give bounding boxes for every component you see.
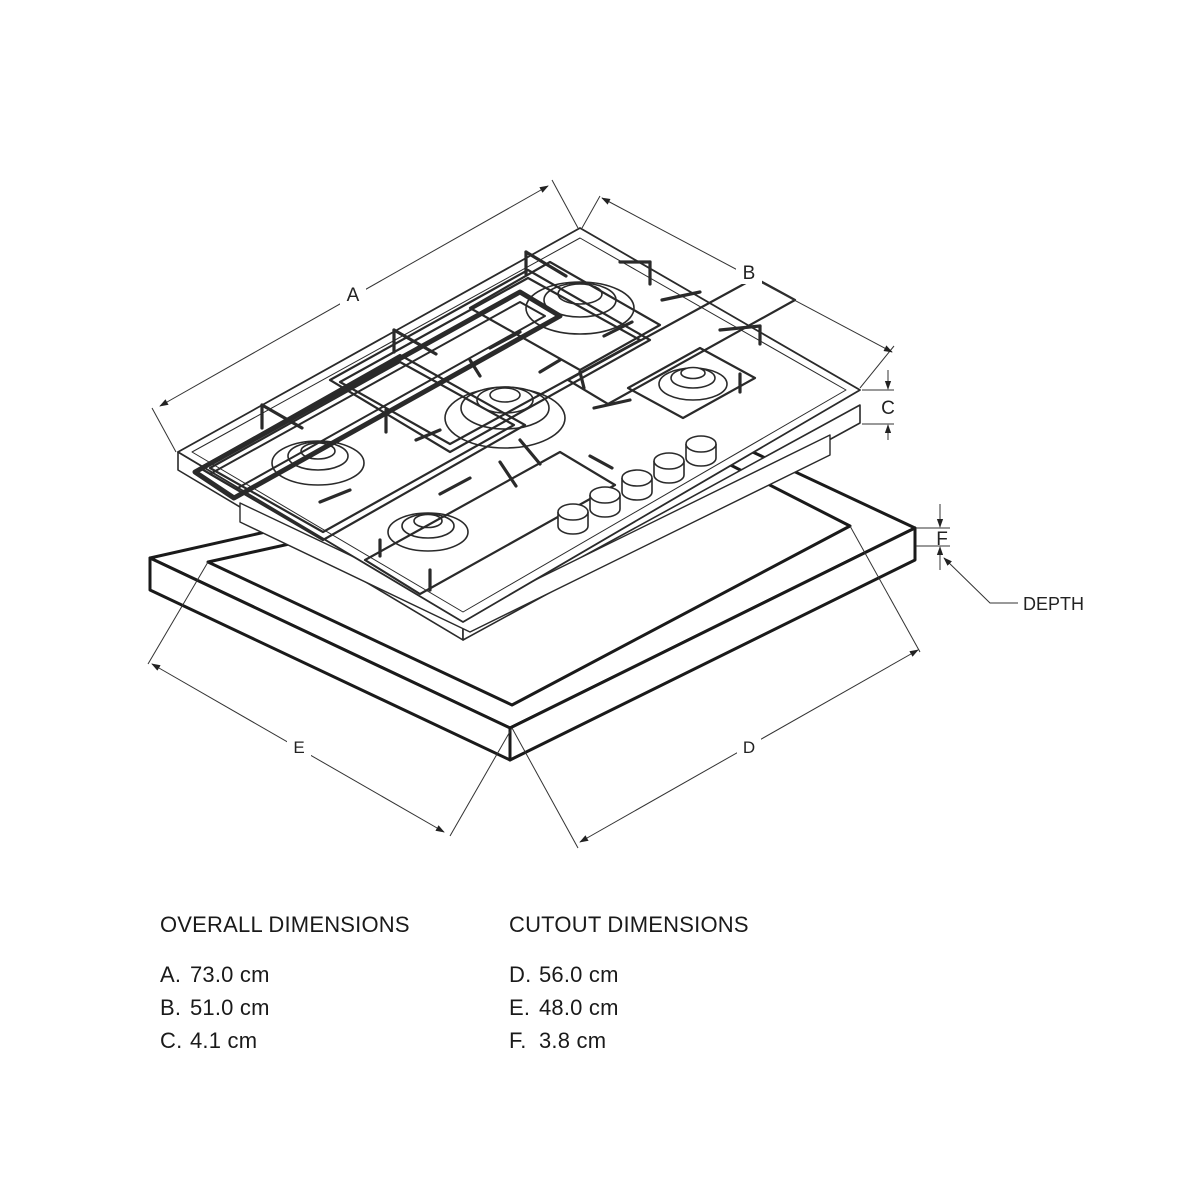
knob-3	[621, 469, 653, 501]
dimension-value: 48.0 cm	[539, 995, 619, 1020]
label-b: B	[743, 263, 756, 284]
label-f: F	[936, 529, 948, 550]
overall-item-b: B. 51.0 cm	[160, 991, 410, 1024]
cutout-item-d: D. 56.0 cm	[509, 958, 749, 991]
burner-rear-right	[658, 366, 728, 401]
dimension-value: 56.0 cm	[539, 962, 619, 987]
cutout-item-f: F. 3.8 cm	[509, 1024, 749, 1057]
burner-front-left	[271, 440, 365, 486]
dimension-key: B.	[160, 995, 182, 1020]
dimension-key: C.	[160, 1028, 183, 1053]
dimension-value: 51.0 cm	[190, 995, 270, 1020]
label-d: D	[743, 738, 755, 757]
knob-2	[589, 486, 621, 518]
dim-b-extension-top	[581, 195, 601, 229]
dimension-key: D.	[509, 962, 532, 987]
dimension-value: 4.1 cm	[190, 1028, 258, 1053]
dim-a-extension-right	[551, 179, 579, 229]
overall-dimensions: OVERALL DIMENSIONS A. 73.0 cm B. 51.0 cm C…	[160, 912, 410, 1057]
knob-1	[557, 503, 589, 535]
burner-front-right	[387, 512, 469, 552]
label-depth: DEPTH	[1023, 594, 1084, 614]
cutout-dimensions: CUTOUT DIMENSIONS D. 56.0 cm E. 48.0 cm F.…	[509, 912, 749, 1057]
dim-d-extension-right	[849, 525, 921, 653]
dimension-labels: A B C F DEPTH E D	[287, 260, 1084, 759]
dim-a-extension-left	[151, 407, 177, 453]
dimension-key: A.	[160, 962, 182, 987]
knob-5	[685, 435, 717, 467]
overall-dimensions-heading: OVERALL DIMENSIONS	[160, 912, 410, 937]
grate-front-right-outline	[363, 450, 617, 596]
knob-4	[653, 452, 685, 484]
cooktop-dimension-drawing: A B C F DEPTH E D	[147, 179, 1084, 849]
depth-leader	[943, 557, 1018, 604]
label-c: C	[881, 398, 895, 419]
cutout-dimensions-heading: CUTOUT DIMENSIONS	[509, 912, 749, 937]
control-knobs	[557, 435, 717, 535]
label-e: E	[293, 738, 304, 757]
dim-e-extension-left	[147, 561, 209, 665]
cutout-item-e: E. 48.0 cm	[509, 991, 749, 1024]
dim-e-extension-right	[449, 727, 513, 837]
dim-d-extension-left	[511, 727, 579, 849]
dimension-key: F.	[509, 1028, 527, 1053]
overall-item-a: A. 73.0 cm	[160, 958, 410, 991]
overall-item-c: C. 4.1 cm	[160, 1024, 410, 1057]
dimension-key: E.	[509, 995, 531, 1020]
dimension-value: 73.0 cm	[190, 962, 270, 987]
dimension-value: 3.8 cm	[539, 1028, 607, 1053]
label-a: A	[347, 285, 360, 306]
dim-b-extension-bottom	[859, 345, 895, 389]
